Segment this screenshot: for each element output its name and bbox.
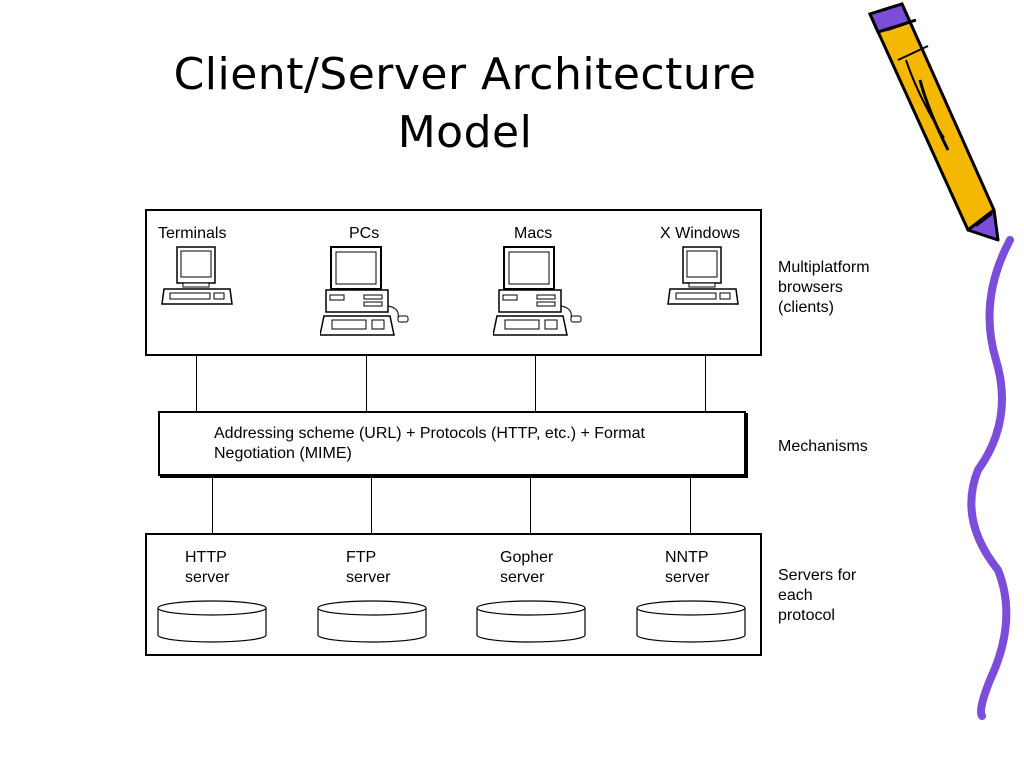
mechanisms-side-label: Mechanisms xyxy=(778,438,868,455)
mechanisms-box xyxy=(158,411,746,476)
server-label-http-line-2: server xyxy=(185,569,230,586)
servers-side-line-2: each xyxy=(778,587,813,604)
server-label-gopher-line-2: server xyxy=(500,569,545,586)
server-label-nntp-line-1: NNTP xyxy=(665,549,709,566)
page-title: Client/Server Architecture Model xyxy=(100,46,830,162)
server-label-gopher-line-1: Gopher xyxy=(500,549,554,566)
mechanisms-text-line-1: Addressing scheme (URL) + Protocols (HTT… xyxy=(214,425,645,442)
connector-line xyxy=(212,477,213,534)
database-icon xyxy=(157,600,267,643)
clients-box xyxy=(145,209,762,356)
server-label-http: HTTP server xyxy=(185,548,229,588)
terminal-icon xyxy=(161,246,233,305)
connector-line xyxy=(371,477,372,534)
servers-side-line-3: protocol xyxy=(778,607,835,624)
connector-line xyxy=(530,477,531,534)
database-icon xyxy=(317,600,427,643)
connector-line xyxy=(705,356,706,412)
servers-side-line-1: Servers for xyxy=(778,567,857,584)
client-label-xwindows: X Windows xyxy=(660,225,741,242)
connector-line xyxy=(366,356,367,412)
clients-side-label: Multiplatform browsers (clients) xyxy=(778,258,870,318)
clients-side-line-3: (clients) xyxy=(778,299,835,316)
mechanisms-text-line-2: Negotiation (MIME) xyxy=(214,445,352,462)
client-label-pcs: PCs xyxy=(349,225,380,242)
connector-line xyxy=(196,356,197,412)
database-icon xyxy=(636,600,746,643)
client-label-macs: Macs xyxy=(514,225,553,242)
mac-icon xyxy=(493,246,582,336)
clients-side-line-2: browsers xyxy=(778,279,843,296)
connector-line xyxy=(535,356,536,412)
connector-line xyxy=(690,477,691,534)
title-line-2: Model xyxy=(397,107,533,158)
client-label-terminals: Terminals xyxy=(158,225,227,242)
mechanisms-text: Addressing scheme (URL) + Protocols (HTT… xyxy=(214,424,645,464)
server-label-gopher: Gopher server xyxy=(500,548,553,588)
server-label-nntp-line-2: server xyxy=(665,569,710,586)
clients-side-line-1: Multiplatform xyxy=(778,259,870,276)
xwindows-terminal-icon xyxy=(667,246,739,305)
database-icon xyxy=(476,600,586,643)
server-label-ftp-line-2: server xyxy=(346,569,391,586)
server-label-http-line-1: HTTP xyxy=(185,549,227,566)
pc-icon xyxy=(320,246,409,336)
server-label-ftp-line-1: FTP xyxy=(346,549,377,566)
pencil-icon xyxy=(867,2,1014,720)
title-line-1: Client/Server Architecture xyxy=(173,49,757,100)
servers-side-label: Servers for each protocol xyxy=(778,566,856,626)
server-label-ftp: FTP server xyxy=(346,548,390,588)
server-label-nntp: NNTP server xyxy=(665,548,709,588)
